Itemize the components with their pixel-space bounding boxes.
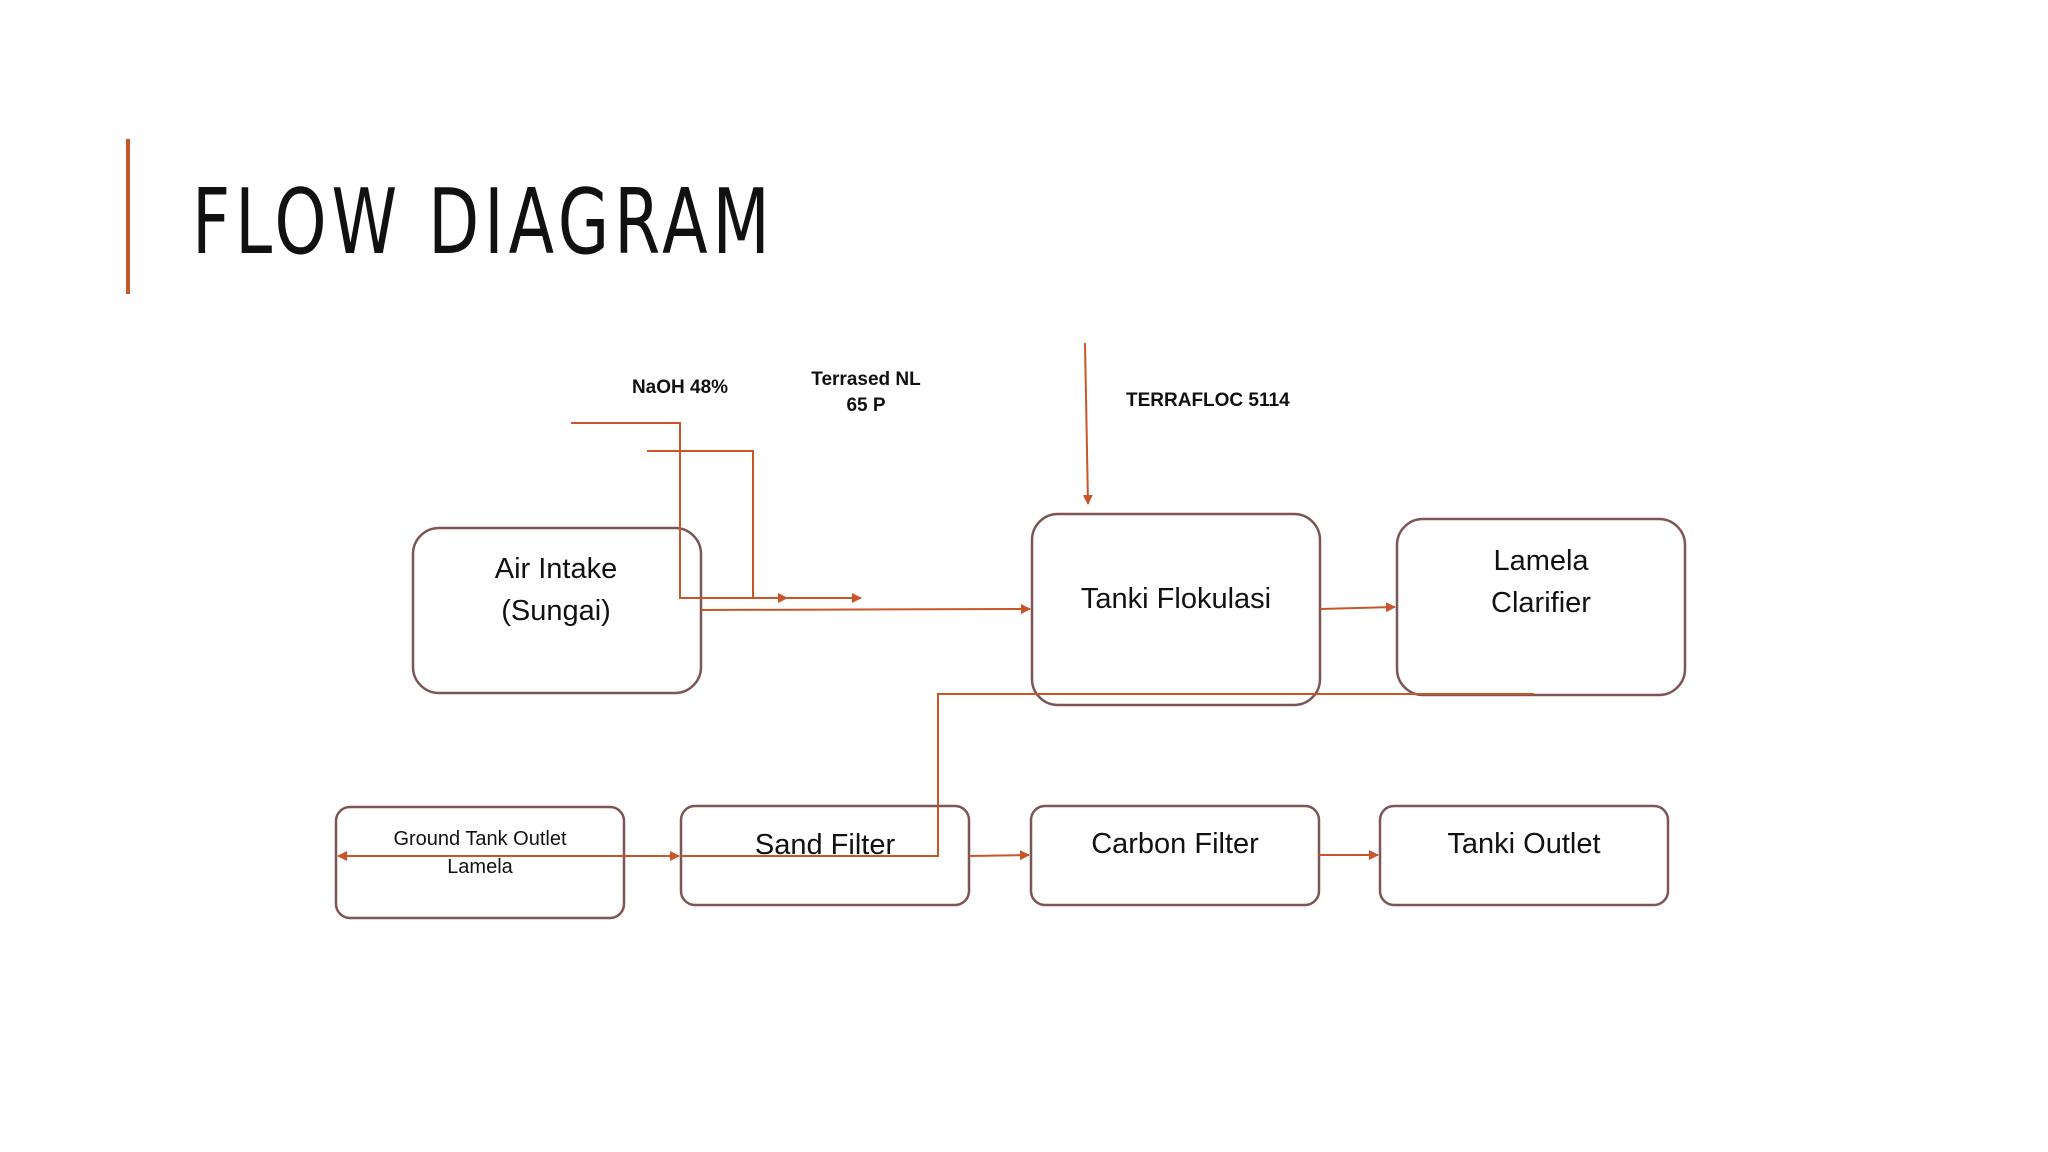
ground-tank-label-line1: Ground Tank Outlet (393, 828, 567, 850)
terrased-label-line1: Terrased NL (811, 369, 921, 390)
slide-title: FLOW DIAGRAM (192, 170, 775, 275)
lamela-clarifier-label-line1: Lamela (1493, 545, 1589, 577)
terrased-label-line2: 65 P (846, 395, 885, 416)
title-accent-bar (126, 139, 130, 294)
carbon-filter-label: Carbon Filter (1091, 828, 1259, 860)
tanki-flokulasi-label: Tanki Flokulasi (1081, 583, 1271, 615)
flokulasi-to-clarifier-line (1319, 602, 1396, 613)
naoh-dosing-line (571, 422, 788, 603)
ground-tank-box (334, 805, 626, 920)
tanki-outlet-label: Tanki Outlet (1447, 828, 1600, 860)
air-intake-label-line2: (Sungai) (501, 595, 611, 627)
tanki-flokulasi-box (1030, 512, 1322, 707)
clarifier-return-line (681, 693, 1534, 857)
tanki-outlet-box (1378, 804, 1670, 907)
lamela-clarifier-box (1395, 517, 1687, 697)
naoh-label: NaOH 48% (632, 377, 728, 398)
terrafloc-dosing-line (1082, 342, 1093, 505)
air-intake-box (411, 526, 703, 695)
intake-to-flokulasi-line (700, 604, 1031, 615)
air-intake-label-line1: Air Intake (495, 553, 618, 585)
sand-filter-label: Sand Filter (755, 829, 896, 861)
ground-tank-label-line2: Lamela (447, 856, 513, 878)
lamela-clarifier-label-line2: Clarifier (1491, 587, 1591, 619)
terrafloc-label: TERRAFLOC 5114 (1126, 390, 1290, 411)
terrased-dosing-line (647, 450, 862, 603)
sand-to-carbon-line (968, 850, 1030, 861)
